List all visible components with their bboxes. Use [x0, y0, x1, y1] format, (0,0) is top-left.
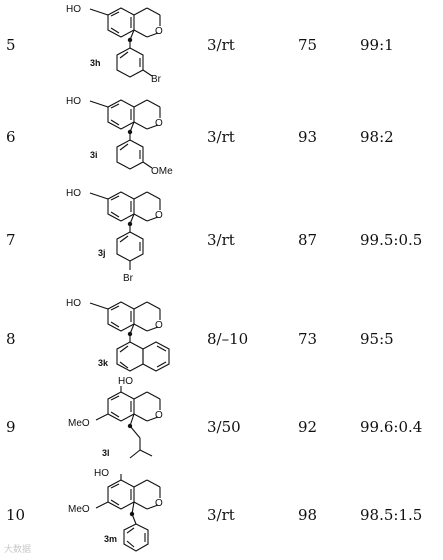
substituent-label: Br	[123, 273, 134, 284]
ring-oxygen-label: O	[155, 118, 163, 129]
compound-label: 3i	[90, 150, 98, 160]
ring-oxygen-label: O	[155, 410, 163, 421]
hydroxyl-label: HO	[118, 376, 133, 387]
conditions: 3/rt	[207, 506, 235, 524]
substituent-label: OMe	[151, 166, 173, 177]
entry-number: 8	[6, 330, 16, 348]
entry-number: 6	[6, 128, 16, 146]
methoxy-label: MeO	[68, 418, 90, 429]
compound-label: 3l	[102, 448, 110, 458]
ring-oxygen-label: O	[155, 210, 163, 221]
compound-label: 3h	[90, 58, 101, 68]
enantiomeric-ratio: 99.6:0.4	[360, 418, 423, 436]
enantiomeric-ratio: 99.5:0.5	[360, 231, 423, 249]
enantiomeric-ratio: 98:2	[360, 128, 394, 146]
structure-3j: HO O Br 3j	[66, 188, 163, 284]
table-row-entry-7: 7 HO O Br 3j 3/rt 87 99.5:0.5	[0, 184, 443, 284]
hydroxyl-label: HO	[94, 468, 109, 479]
hydroxyl-label: HO	[66, 96, 81, 107]
conditions: 3/rt	[207, 231, 235, 249]
yield: 73	[298, 330, 318, 348]
enantiomeric-ratio: 99:1	[360, 36, 394, 54]
hydroxyl-label: HO	[66, 298, 81, 309]
table-row-entry-9: 9 HO O MeO 3l 3/50 92 99.6:0.4	[0, 376, 443, 474]
entry-number: 7	[6, 231, 16, 249]
conditions: 3/rt	[207, 128, 235, 146]
entry-number: 10	[6, 506, 26, 524]
watermark: 大数据	[4, 544, 32, 554]
methoxy-label: MeO	[68, 504, 90, 515]
ring-oxygen-label: O	[155, 320, 163, 331]
structure-3i: HO O OMe 3i	[66, 96, 173, 177]
structure-3m: HO O MeO 3m	[68, 468, 163, 552]
yield: 98	[298, 506, 318, 524]
compound-label: 3j	[98, 248, 106, 258]
enantiomeric-ratio: 98.5:1.5	[360, 506, 423, 524]
hydroxyl-label: HO	[66, 4, 81, 15]
substituent-label: Br	[151, 74, 162, 85]
yield: 93	[298, 128, 318, 146]
compound-label: 3m	[104, 534, 117, 544]
conditions: 8/–10	[207, 330, 249, 348]
entry-number: 9	[6, 418, 16, 436]
compound-label: 3k	[98, 358, 109, 368]
structure-3h: HO O Br 3h	[66, 4, 163, 85]
conditions: 3/50	[207, 418, 241, 436]
table-row-entry-6: 6 HO O OMe 3i 3/rt 93 98:2	[0, 92, 443, 182]
yield: 92	[298, 418, 318, 436]
structure-3l: HO O MeO 3l	[68, 376, 163, 459]
conditions: 3/rt	[207, 36, 235, 54]
table-row-entry-5: 5 HO O Br 3h 3/rt 75 99:1	[0, 0, 443, 90]
hydroxyl-label: HO	[66, 188, 81, 199]
table-row-entry-10: 10 HO O MeO 3m 3/rt 98 98.5:1.5	[0, 468, 443, 560]
enantiomeric-ratio: 95:5	[360, 330, 394, 348]
yield: 87	[298, 231, 318, 249]
entry-number: 5	[6, 36, 16, 54]
yield: 75	[298, 36, 318, 54]
table-row-entry-8: 8 HO O 3k 8/–10 73 95:5	[0, 294, 443, 384]
structure-3k: HO O 3k	[66, 298, 170, 372]
ring-oxygen-label: O	[155, 26, 163, 37]
ring-oxygen-label: O	[155, 498, 163, 509]
